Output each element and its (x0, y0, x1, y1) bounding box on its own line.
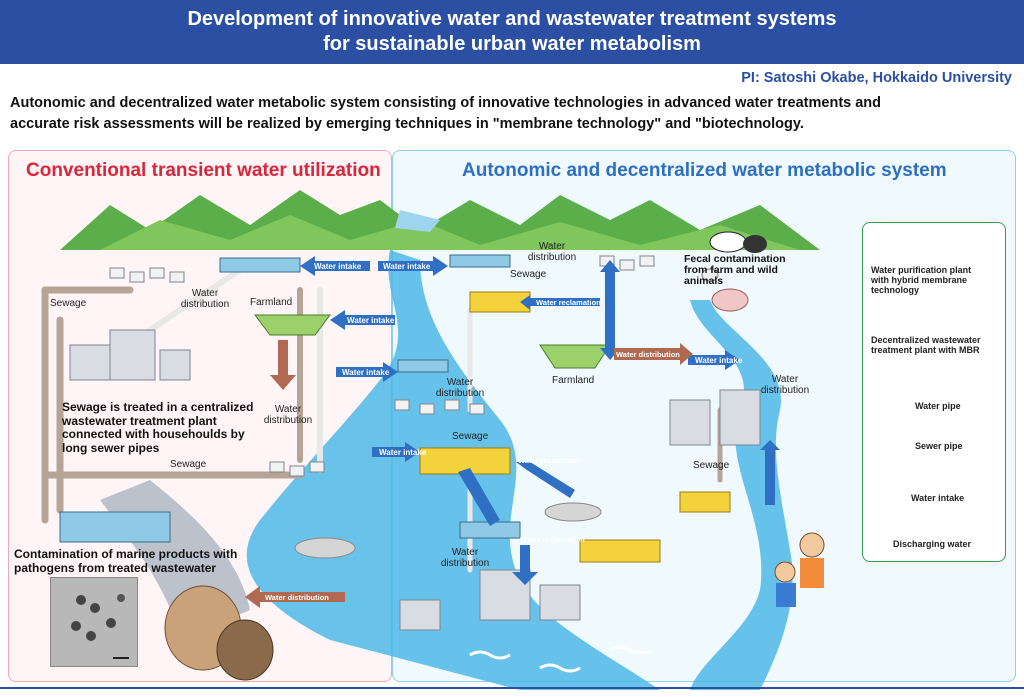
arrow-label-intake-6: Water intake (695, 356, 743, 365)
arrow-label-intake-1: Water intake (314, 262, 362, 271)
label-farmland-left: Farmland (250, 297, 293, 308)
right-panel-heading: Autonomic and decentralized water metabo… (462, 160, 947, 181)
arrow-label-intake-2: Water intake (383, 262, 431, 271)
label-sewage-top: Sewage (510, 269, 547, 280)
label-water-distribution-1: Water distribution (180, 288, 230, 310)
arrow-label-intake-4: Water intake (342, 368, 390, 377)
label-water-distribution-right: Water distribution (760, 374, 810, 396)
left-panel-heading: Conventional transient water utilization (26, 160, 381, 181)
summary-line-1: Autonomic and decentralized water metabo… (10, 95, 882, 111)
pathogen-micrograph (71, 594, 129, 659)
legend-item-mbr-plant: Decentralized wastewater treatment plant… (871, 335, 981, 355)
note-marine-contamination: Contamination of marine products with pa… (14, 547, 238, 575)
microscope-image (50, 577, 138, 667)
label-sewage-right: Sewage (693, 460, 730, 471)
legend-item-water-pipe: Water pipe (915, 401, 961, 411)
label-water-distribution-mid: Water distribution (435, 377, 485, 399)
buildings (69, 329, 761, 631)
title-line-2: for sustainable urban water metabolism (323, 33, 701, 55)
ocean-waves (469, 645, 651, 673)
treatment-plants (59, 254, 731, 563)
label-sewage-2: Sewage (170, 459, 207, 470)
farmland-fields (254, 314, 611, 369)
arrow-label-reclamation-3: Water reclamation (520, 535, 585, 544)
summary-text: Autonomic and decentralized water metabo… (10, 93, 1010, 135)
note-centralized-treatment: Sewage is treated in a centralized waste… (62, 400, 254, 455)
title-line-1: Development of innovative water and wast… (187, 8, 837, 30)
legend-item-discharging-water: Discharging water (893, 539, 972, 549)
discharge-arrows (245, 340, 693, 608)
reclamation-arrows (458, 260, 780, 585)
houses (109, 255, 655, 477)
intake-arrows (300, 256, 740, 462)
label-water-distribution-top: Water distribution (527, 241, 577, 263)
label-water-distribution-2: Water distribution (263, 404, 313, 426)
legend-panel: Water purification plant with hybrid mem… (862, 222, 1006, 562)
mountain-range (60, 190, 820, 250)
pipes (41, 267, 723, 573)
arrow-label-distribution-1: Water distribution (616, 350, 680, 359)
principal-investigator: PI: Satoshi Okabe, Hokkaido University (741, 70, 1012, 86)
legend-item-sewer-pipe: Sewer pipe (915, 441, 963, 451)
note-fecal-contamination: Fecal contamination from farm and wild a… (684, 253, 786, 287)
arrow-label-intake-3: Water intake (347, 316, 395, 325)
arrow-label-reclamation-2: Water reclamation (518, 456, 583, 465)
label-water-distribution-bottom: Water distribution (440, 547, 490, 569)
label-farmland-right: Farmland (552, 375, 595, 386)
arrow-label-reclamation-1: Water reclamation (536, 298, 601, 307)
fountains (294, 502, 602, 559)
title-bar: Development of innovative water and wast… (0, 0, 1024, 64)
arrow-label-distribution-2: Water distribution (265, 593, 329, 602)
children (774, 532, 825, 607)
animals (701, 231, 767, 312)
label-sewage-mid: Sewage (452, 431, 489, 442)
bottom-border (0, 687, 1024, 689)
legend-item-water-intake: Water intake (911, 493, 965, 503)
label-sewage-1: Sewage (50, 298, 87, 309)
legend-item-purification-plant: Water purification plant with hybrid mem… (871, 265, 972, 295)
summary-line-2: accurate risk assessments will be realiz… (10, 116, 804, 132)
scallop-shells (164, 585, 274, 681)
arrow-label-intake-5: Water intake (379, 448, 427, 457)
